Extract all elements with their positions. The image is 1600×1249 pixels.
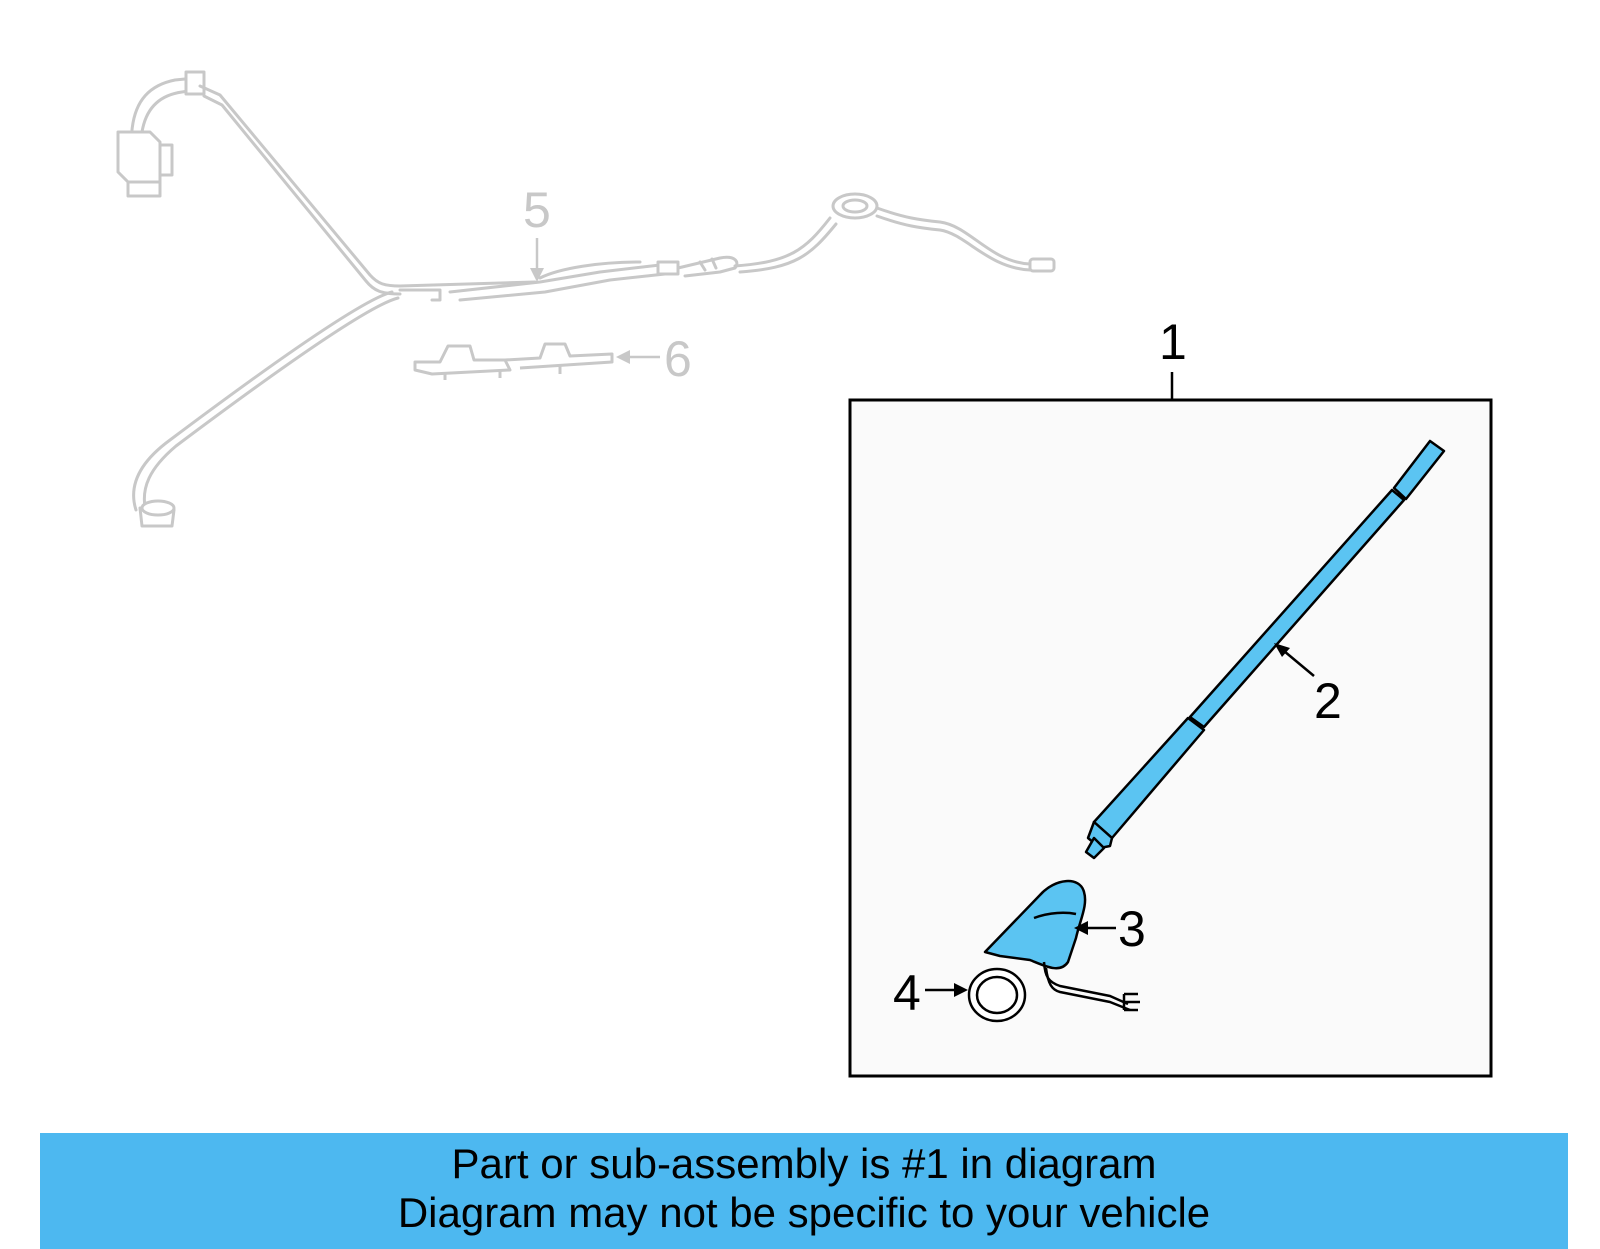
banner-line-1: Part or sub-assembly is #1 in diagram <box>451 1140 1157 1187</box>
leader-line-6 <box>616 350 660 364</box>
leader-line-5 <box>530 238 544 282</box>
banner-line-2: Diagram may not be specific to your vehi… <box>397 1189 1211 1236</box>
info-banner: Part or sub-assembly is #1 in diagram Di… <box>40 1133 1568 1249</box>
leader-line-2 <box>1274 643 1315 677</box>
callout-4: 4 <box>893 965 921 1021</box>
gasket-part-4 <box>967 967 1027 1023</box>
harness-part-5 <box>116 70 1056 528</box>
clip-part-6 <box>413 342 614 380</box>
callout-3: 3 <box>1118 901 1146 957</box>
callout-1: 1 <box>1159 314 1187 370</box>
antenna-mast-part-2 <box>1084 439 1446 860</box>
leader-line-3 <box>1074 921 1116 935</box>
antenna-base-part-3 <box>983 879 1140 1012</box>
leader-line-4 <box>925 983 968 997</box>
callout-2: 2 <box>1314 673 1342 729</box>
callout-6: 6 <box>664 331 692 387</box>
callout-5: 5 <box>523 182 551 238</box>
